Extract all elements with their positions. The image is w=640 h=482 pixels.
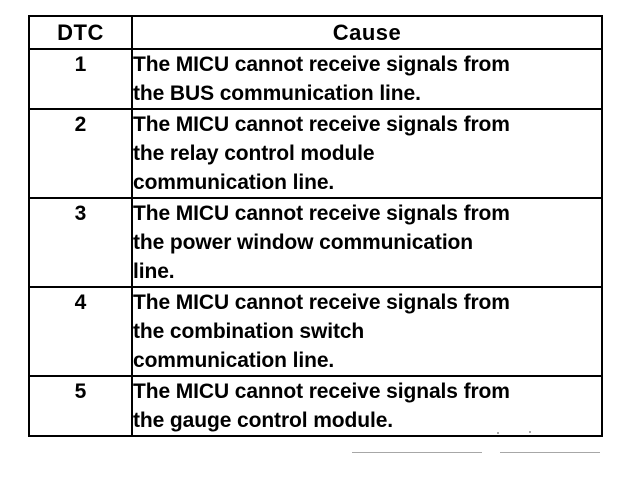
cause-text-line: the gauge control module. [133,409,394,432]
cell-cause-text: The MICU cannot receive signals from the … [131,48,603,110]
cause-text-line: line. [133,260,175,283]
column-header-dtc: DTC [28,15,133,50]
cell-dtc-code: 4 [28,286,133,377]
cell-dtc-code: 1 [28,48,133,110]
cause-text-line: communication line. [133,349,335,372]
cell-cause-text: The MICU cannot receive signals from the … [131,197,603,288]
cell-dtc-code: 5 [28,375,133,437]
cell-cause-text: The MICU cannot receive signals from the … [131,108,603,199]
scan-speckle [352,452,482,453]
cause-text-line: The MICU cannot receive signals from [133,113,510,136]
scan-speckle [529,431,531,433]
cause-text-line: The MICU cannot receive signals from [133,202,510,225]
table-header: DTC Cause [28,15,603,50]
cell-cause-text: The MICU cannot receive signals from the … [131,286,603,377]
cause-text-line: The MICU cannot receive signals from [133,291,510,314]
cause-text-line: communication line. [133,171,335,194]
cell-dtc-code: 3 [28,197,133,288]
cause-text-line: the relay control module [133,142,375,165]
scan-speckle [497,432,499,434]
cause-text-line: The MICU cannot receive signals from [133,380,510,403]
cause-text-line: the BUS communication line. [133,82,421,105]
cause-text-line: The MICU cannot receive signals from [133,53,510,76]
cell-dtc-code: 2 [28,108,133,199]
cause-text-line: the combination switch [133,320,365,343]
column-header-cause: Cause [131,15,603,50]
table-header-row: DTC Cause [28,15,603,50]
cause-text-line: the power window communication [133,231,474,254]
cell-cause-text: The MICU cannot receive signals from the … [131,375,603,437]
scan-speckle [500,452,600,453]
